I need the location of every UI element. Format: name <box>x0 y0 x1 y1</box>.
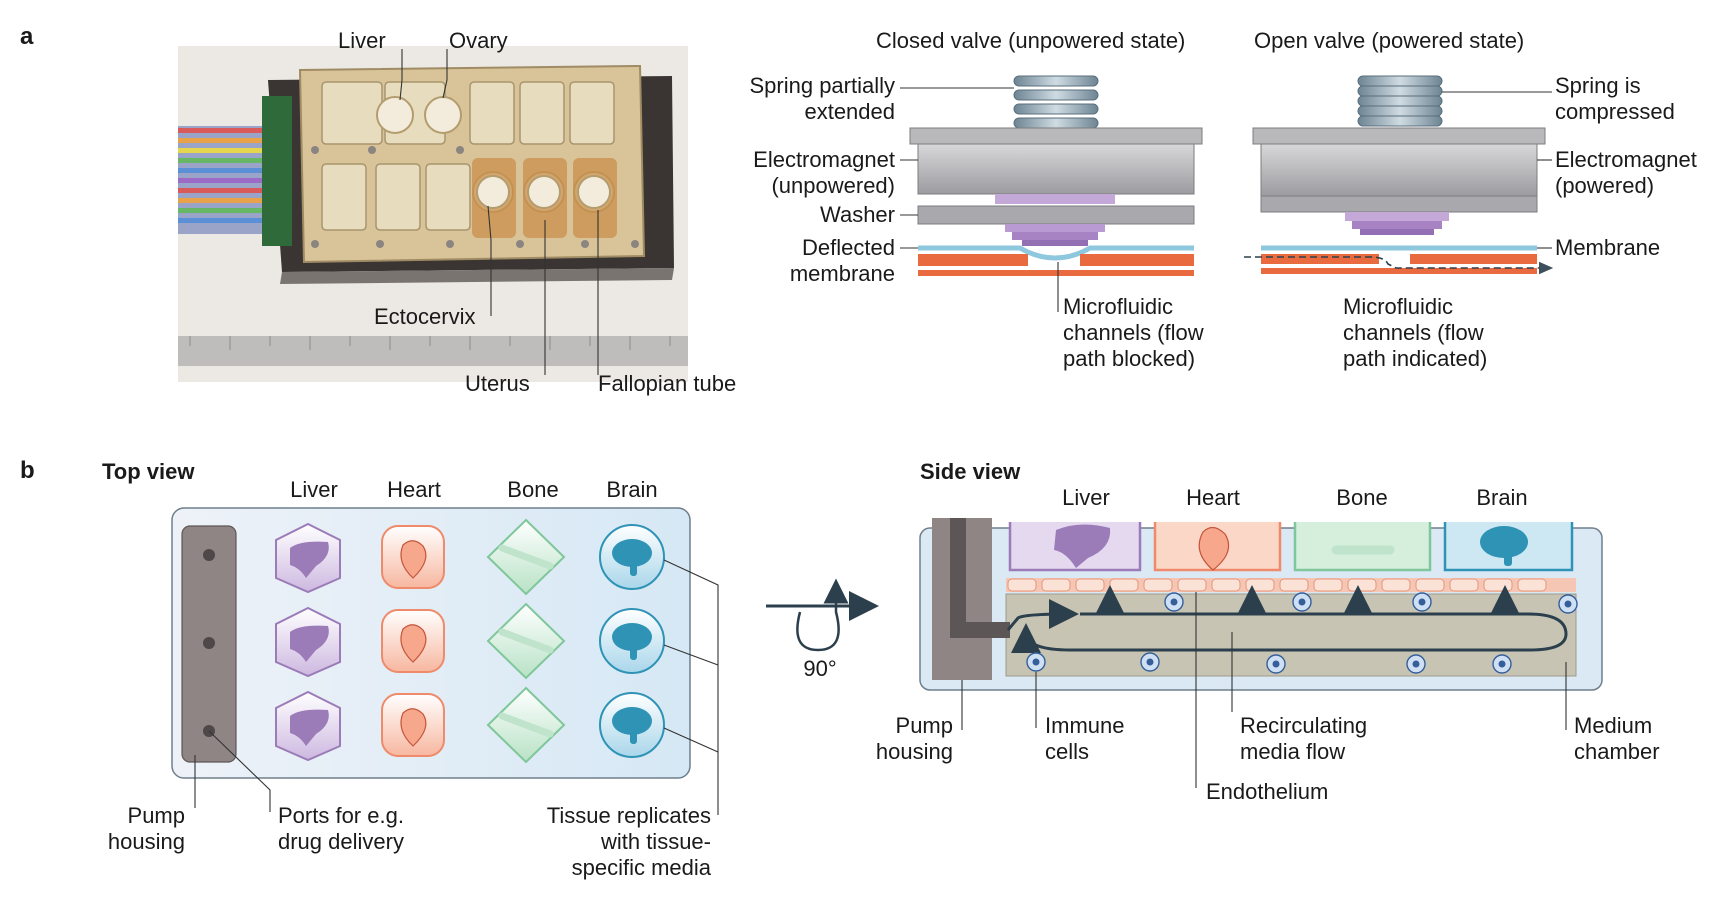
label-electromagnet-unpowered-1: Electromagnet <box>753 147 895 172</box>
label-ovary-photo: Ovary <box>449 28 508 53</box>
label-spring-compressed-1: Spring is <box>1555 73 1641 98</box>
top-view-title: Top view <box>102 459 195 484</box>
label-channels-indicated-1: Microfluidic <box>1343 294 1453 319</box>
label-channels-indicated-3: path indicated) <box>1343 346 1487 371</box>
label-ports-1: Ports for e.g. <box>278 803 404 828</box>
brain-icon <box>612 539 652 744</box>
label-fallopian-tube: Fallopian tube <box>598 371 736 396</box>
label-immune-cells-1: Immune <box>1045 713 1124 738</box>
panel-b-letter: b <box>20 457 35 484</box>
label-spring-compressed-2: compressed <box>1555 99 1675 124</box>
label-tissue-replicates-1: Tissue replicates <box>547 803 711 828</box>
top-col-heart: Heart <box>387 477 441 502</box>
label-medium-chamber-1: Medium <box>1574 713 1652 738</box>
label-channels-blocked-2: channels (flow <box>1063 320 1204 345</box>
side-view-title: Side view <box>920 459 1021 484</box>
label-ports-2: drug delivery <box>278 829 404 854</box>
side-brain-icon <box>1480 526 1528 566</box>
open-valve-diagram <box>1244 75 1554 275</box>
label-membrane: Membrane <box>1555 235 1660 260</box>
heart-icon <box>400 540 427 747</box>
label-pump-housing-top-1: Pump <box>128 803 185 828</box>
open-valve-title: Open valve (powered state) <box>1254 28 1524 53</box>
side-liver-icon <box>1054 524 1111 568</box>
label-tissue-replicates-3: specific media <box>572 855 712 880</box>
label-uterus: Uterus <box>465 371 530 396</box>
label-spring-extended-2: extended <box>804 99 895 124</box>
label-electromagnet-powered-1: Electromagnet <box>1555 147 1697 172</box>
label-endothelium: Endothelium <box>1206 779 1328 804</box>
label-recirc-2: media flow <box>1240 739 1345 764</box>
label-electromagnet-unpowered-2: (unpowered) <box>771 173 895 198</box>
label-medium-chamber-2: chamber <box>1574 739 1660 764</box>
label-rotation: 90° <box>803 656 836 681</box>
device-photo <box>178 46 688 382</box>
label-recirc-1: Recirculating <box>1240 713 1367 738</box>
side-col-liver: Liver <box>1062 485 1110 510</box>
label-liver-photo: Liver <box>338 28 386 53</box>
side-col-bone: Bone <box>1336 485 1387 510</box>
bone-icon <box>498 544 554 738</box>
label-channels-blocked-1: Microfluidic <box>1063 294 1173 319</box>
closed-valve-diagram <box>909 75 1203 276</box>
label-channels-blocked-3: path blocked) <box>1063 346 1195 371</box>
top-col-liver: Liver <box>290 477 338 502</box>
label-pump-housing-top-2: housing <box>108 829 185 854</box>
liver-icon <box>290 541 329 746</box>
label-channels-indicated-2: channels (flow <box>1343 320 1484 345</box>
label-deflected-membrane-2: membrane <box>790 261 895 286</box>
closed-valve-title: Closed valve (unpowered state) <box>876 28 1185 53</box>
side-col-brain: Brain <box>1476 485 1527 510</box>
label-washer: Washer <box>820 202 895 227</box>
label-spring-extended-1: Spring partially <box>749 73 895 98</box>
top-col-brain: Brain <box>606 477 657 502</box>
label-immune-cells-2: cells <box>1045 739 1089 764</box>
side-heart-icon <box>1198 526 1230 571</box>
label-ectocervix: Ectocervix <box>374 304 475 329</box>
side-col-heart: Heart <box>1186 485 1240 510</box>
label-pump-housing-side-1: Pump <box>896 713 953 738</box>
recirculating-flow <box>1006 585 1568 654</box>
panel-a-letter: a <box>20 23 34 50</box>
label-tissue-replicates-2: with tissue- <box>600 829 711 854</box>
top-col-bone: Bone <box>507 477 558 502</box>
label-pump-housing-side-2: housing <box>876 739 953 764</box>
rotation-arrow-icon <box>766 578 879 652</box>
label-electromagnet-powered-2: (powered) <box>1555 173 1654 198</box>
label-deflected-membrane-1: Deflected <box>802 235 895 260</box>
